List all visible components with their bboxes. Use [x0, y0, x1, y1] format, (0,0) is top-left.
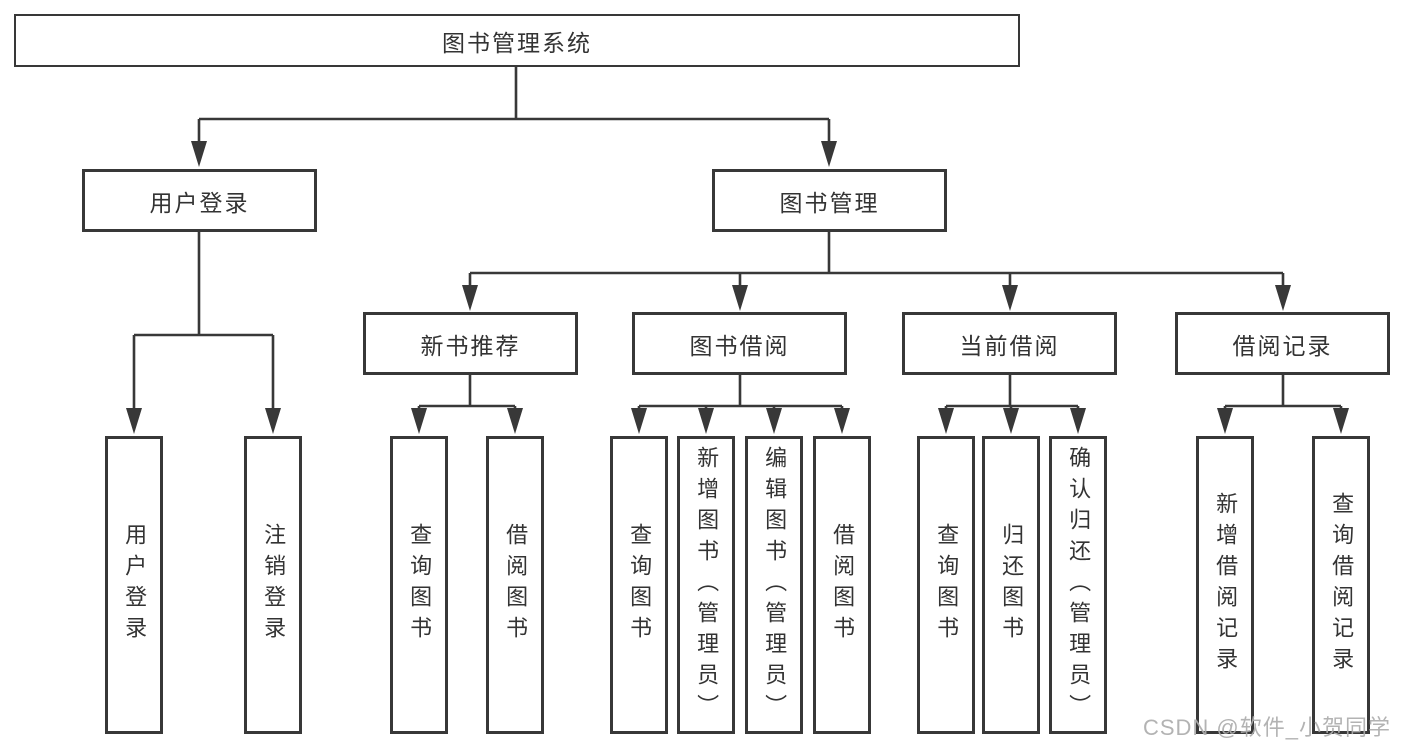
leaf-add-borrow-record: 新增借阅记录: [1196, 436, 1254, 734]
leaf-borrow-books-recommend: 借阅图书: [486, 436, 544, 734]
node-book-borrowing: 图书借阅: [632, 312, 847, 375]
leaf-query-books-recommend: 查询图书: [390, 436, 448, 734]
leaf-add-book-admin-label: 新增图书（管理员）: [694, 445, 720, 725]
leaf-user-login-label: 用户登录: [122, 523, 148, 647]
leaf-query-books-borrowing: 查询图书: [610, 436, 668, 734]
node-book-management: 图书管理: [712, 169, 947, 232]
node-user-login: 用户登录: [82, 169, 317, 232]
leaf-return-book-label: 归还图书: [999, 523, 1025, 647]
leaf-confirm-return-admin: 确认归还（管理员）: [1049, 436, 1107, 734]
node-current-borrowing: 当前借阅: [902, 312, 1117, 375]
leaf-query-borrow-record: 查询借阅记录: [1312, 436, 1370, 734]
leaf-return-book: 归还图书: [982, 436, 1040, 734]
leaf-query-books-current: 查询图书: [917, 436, 975, 734]
leaf-confirm-return-admin-label: 确认归还（管理员）: [1066, 445, 1092, 725]
leaf-borrow-books-recommend-label: 借阅图书: [503, 523, 529, 647]
leaf-query-borrow-record-label: 查询借阅记录: [1329, 492, 1355, 678]
node-library-management-system: 图书管理系统: [14, 14, 1020, 67]
leaf-edit-book-admin-label: 编辑图书（管理员）: [762, 445, 788, 725]
leaf-query-books-current-label: 查询图书: [934, 523, 960, 647]
leaf-logout-label: 注销登录: [261, 523, 287, 647]
leaf-logout: 注销登录: [244, 436, 302, 734]
watermark: CSDN @软件_小贺同学: [1142, 715, 1391, 740]
leaf-query-books-recommend-label: 查询图书: [407, 523, 433, 647]
leaf-query-books-borrowing-label: 查询图书: [627, 523, 653, 647]
arrowheads: [126, 141, 1349, 434]
leaf-borrow-books: 借阅图书: [813, 436, 871, 734]
leaf-add-borrow-record-label: 新增借阅记录: [1213, 492, 1239, 678]
leaf-add-book-admin: 新增图书（管理员）: [677, 436, 735, 734]
leaf-user-login: 用户登录: [105, 436, 163, 734]
leaf-borrow-books-label: 借阅图书: [830, 523, 856, 647]
leaf-edit-book-admin: 编辑图书（管理员）: [745, 436, 803, 734]
node-new-book-recommendation: 新书推荐: [363, 312, 578, 375]
node-borrowing-records: 借阅记录: [1175, 312, 1390, 375]
